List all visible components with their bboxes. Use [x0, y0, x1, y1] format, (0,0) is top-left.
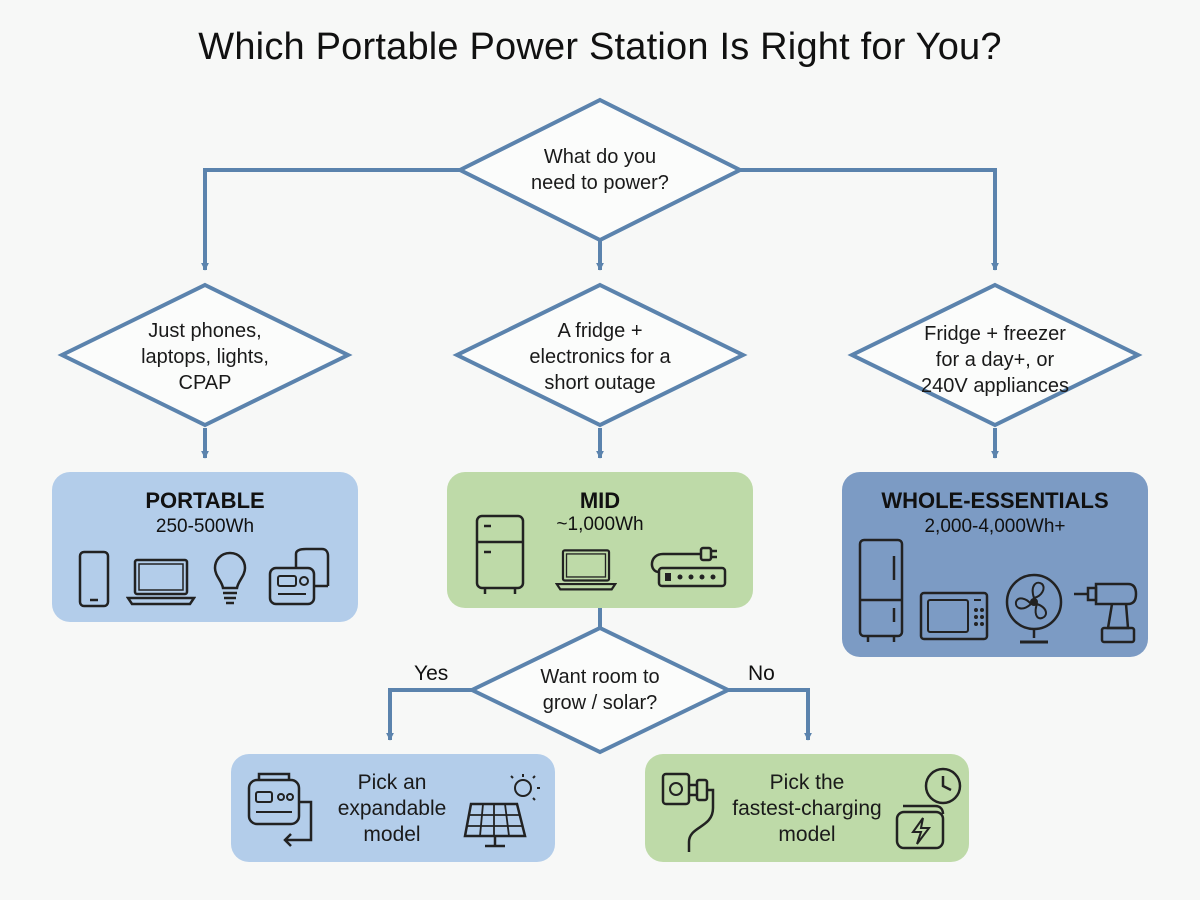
result-portable-box: PORTABLE 250-500Wh	[52, 472, 358, 622]
laptop-icon	[126, 558, 196, 606]
decision-heavy-diamond	[847, 282, 1143, 428]
decision-root-text: What do you need to power?	[531, 146, 669, 194]
result-mid-box: MID ~1,000Wh	[447, 472, 753, 608]
decision-grow-diamond	[467, 625, 733, 755]
decision-heavy-text: Fridge + freezer for a day+, or 240V app…	[921, 323, 1069, 397]
outcome-fastest-text: Pick the fastest-charging model	[732, 771, 882, 846]
power-strip-icon	[650, 546, 727, 588]
result-mid-capacity: ~1,000Wh	[556, 514, 644, 535]
decision-grow-text: Want room to grow / solar?	[540, 666, 660, 714]
result-portable-capacity: 250-500Wh	[155, 516, 255, 537]
decision-light-diamond	[57, 282, 353, 428]
connector-root-left	[201, 168, 460, 271]
fast-charge-battery-icon	[895, 767, 962, 850]
result-portable-title: PORTABLE	[145, 488, 265, 513]
fridge-freezer-icon	[858, 538, 904, 642]
cpap-icon	[268, 547, 330, 606]
outcome-fastest-box: Pick the fastest-charging model	[645, 754, 969, 862]
branch-yes-label: Yes	[414, 662, 449, 685]
fan-icon	[1005, 573, 1063, 644]
fridge-icon	[475, 514, 525, 594]
result-whole-box: WHOLE-ESSENTIALS 2,000-4,000Wh+	[842, 472, 1148, 657]
drill-icon	[1074, 582, 1138, 644]
expandable-battery-icon	[247, 772, 313, 847]
microwave-icon	[919, 591, 989, 641]
page-title: Which Portable Power Station Is Right fo…	[198, 26, 1002, 68]
decision-root-diamond	[455, 97, 745, 243]
laptop-icon	[555, 549, 617, 591]
outcome-expandable-text: Pick an expandable model	[337, 771, 447, 846]
wall-plug-icon	[661, 772, 715, 852]
decision-mid-text: A fridge + electronics for a short outag…	[529, 320, 671, 394]
result-whole-capacity: 2,000-4,000Wh+	[924, 516, 1066, 537]
result-mid-title: MID	[579, 488, 621, 513]
connector-root-right	[740, 168, 999, 271]
branch-no-label: No	[748, 662, 775, 685]
result-whole-title: WHOLE-ESSENTIALS	[881, 488, 1109, 513]
outcome-expandable-box: Pick an expandable model	[231, 754, 555, 862]
lightbulb-icon	[213, 551, 247, 605]
solar-panel-icon	[463, 774, 540, 848]
connector-no	[728, 688, 812, 741]
phone-icon	[78, 550, 110, 608]
decision-mid-diamond	[452, 282, 748, 428]
decision-light-text: Just phones, laptops, lights, CPAP	[141, 320, 269, 394]
connector-yes	[386, 688, 472, 741]
